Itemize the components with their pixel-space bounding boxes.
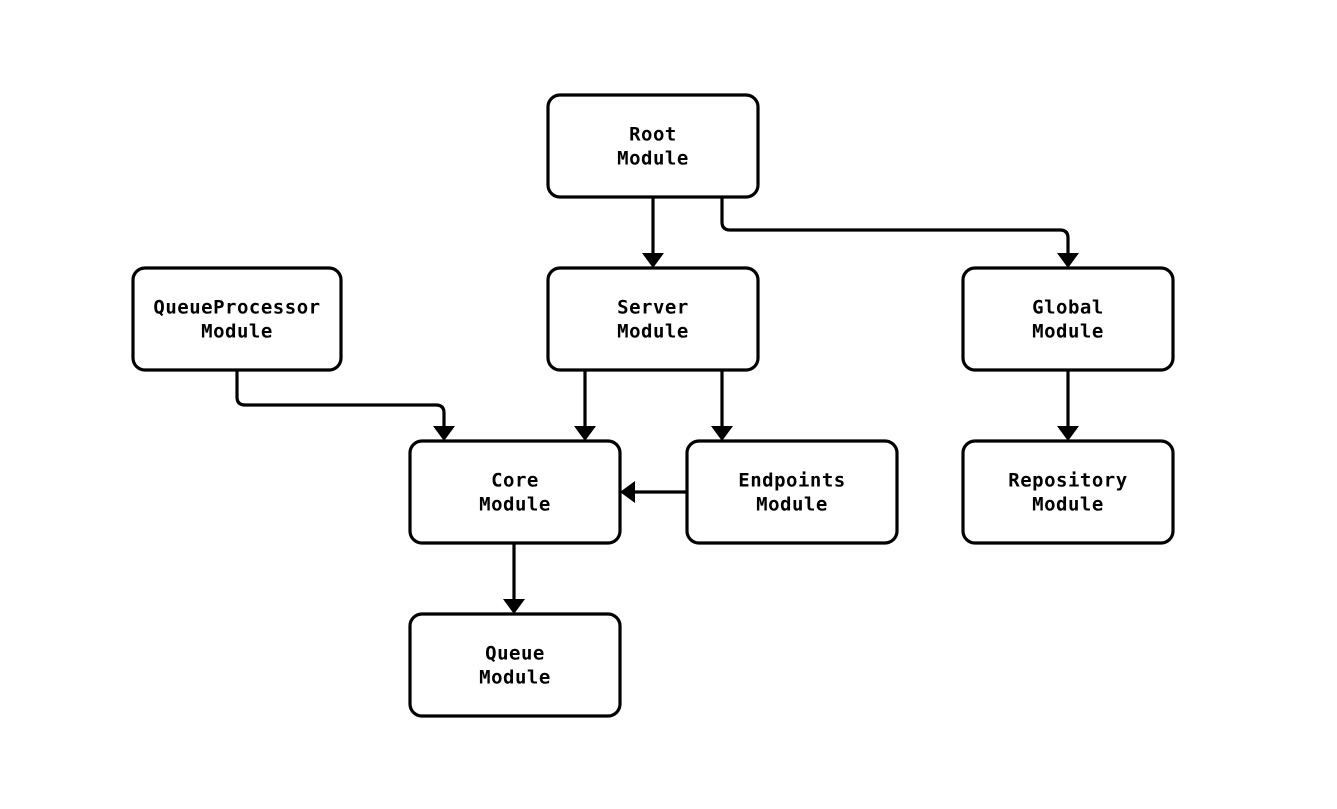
node-box[interactable] xyxy=(961,266,1175,372)
edges-layer xyxy=(235,197,1079,614)
edge-server-to-core xyxy=(574,370,596,441)
edge-queueprocessor-to-core xyxy=(235,370,455,441)
node-label-line2: Module xyxy=(479,667,551,689)
node-label-line2: Module xyxy=(201,321,273,343)
arrow-head-icon xyxy=(642,253,664,268)
edge-line xyxy=(235,370,446,431)
edge-global-to-repository xyxy=(1057,370,1079,441)
node-label-line2: Module xyxy=(617,321,689,343)
node-label-line2: Module xyxy=(1032,494,1104,516)
node-label-line2: Module xyxy=(1032,321,1104,343)
edge-endpoints-to-core xyxy=(620,481,687,503)
node-box[interactable] xyxy=(546,266,760,372)
node-label-line1: QueueProcessor xyxy=(153,297,320,319)
arrow-head-icon xyxy=(1057,426,1079,441)
edge-core-to-queue xyxy=(503,543,525,614)
arrow-head-icon xyxy=(574,426,596,441)
arrow-head-icon xyxy=(711,426,733,441)
arrow-head-icon xyxy=(1057,253,1079,268)
node-box[interactable] xyxy=(961,439,1175,545)
node-label-line1: Server xyxy=(617,297,689,319)
node-label-line1: Endpoints xyxy=(738,470,845,492)
edge-line xyxy=(720,197,1070,258)
node-label-line1: Core xyxy=(491,470,539,492)
edge-root-to-global xyxy=(720,197,1079,268)
node-box[interactable] xyxy=(408,439,622,545)
arrow-head-icon xyxy=(433,426,455,441)
node-label-line2: Module xyxy=(617,148,689,170)
node-label-line2: Module xyxy=(479,494,551,516)
arrow-head-icon xyxy=(620,481,635,503)
node-label-line2: Module xyxy=(756,494,828,516)
edge-server-to-endpoints xyxy=(711,370,733,441)
node-label-line1: Root xyxy=(629,124,677,146)
node-box[interactable] xyxy=(546,93,760,199)
node-box[interactable] xyxy=(408,612,622,718)
node-label-line1: Repository xyxy=(1008,470,1127,492)
node-label-line1: Global xyxy=(1032,297,1104,319)
node-box[interactable] xyxy=(685,439,899,545)
node-box[interactable] xyxy=(131,266,343,372)
nodes-layer: RootModuleQueueProcessorModuleServerModu… xyxy=(131,93,1175,718)
node-label-line1: Queue xyxy=(485,643,545,665)
edge-root-to-server xyxy=(642,197,664,268)
arrow-head-icon xyxy=(503,599,525,614)
